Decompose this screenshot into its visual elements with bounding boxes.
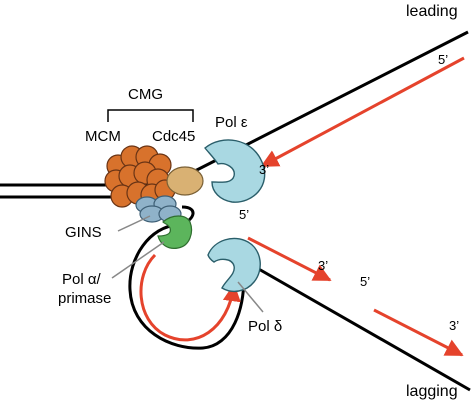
pol-alpha-label-line1: Pol α/	[62, 271, 102, 288]
pol-alpha-primase	[157, 215, 193, 249]
pol-alpha-pointer	[111, 241, 165, 279]
gins-pointer	[117, 215, 151, 232]
cdc45-subunit	[166, 166, 204, 196]
pol-epsilon	[204, 139, 266, 203]
pol-delta-label: Pol δ	[248, 318, 282, 335]
okazaki-fragment-arrow	[139, 253, 241, 342]
leading-nascent-strand	[260, 56, 465, 168]
lagging-five-prime-b: 5’	[360, 274, 370, 289]
lagging-label: lagging	[406, 383, 458, 400]
gins-label: GINS	[65, 224, 102, 241]
lagging-three-prime-b: 3’	[449, 318, 459, 333]
lagging-three-prime-a: 3’	[318, 258, 328, 273]
cmg-label: CMG	[128, 86, 163, 103]
leading-label: leading	[406, 3, 458, 20]
pol-alpha-label-line2: primase	[58, 290, 111, 307]
pol-delta-pointer	[237, 281, 264, 313]
lagging-nascent-arrow-2	[373, 308, 464, 357]
leading-five-prime: 5’	[438, 52, 448, 67]
pol-epsilon-label: Pol ε	[215, 114, 248, 131]
leading-three-prime: 3’	[259, 162, 269, 177]
pol-delta	[207, 237, 261, 293]
mcm-complex	[104, 145, 176, 208]
cdc45-label: Cdc45	[152, 128, 195, 145]
lagging-five-prime-upper: 5’	[239, 207, 249, 222]
cmg-bracket	[107, 109, 194, 122]
lagging-nascent-arrow-1	[247, 236, 332, 282]
mcm-label: MCM	[85, 128, 121, 145]
